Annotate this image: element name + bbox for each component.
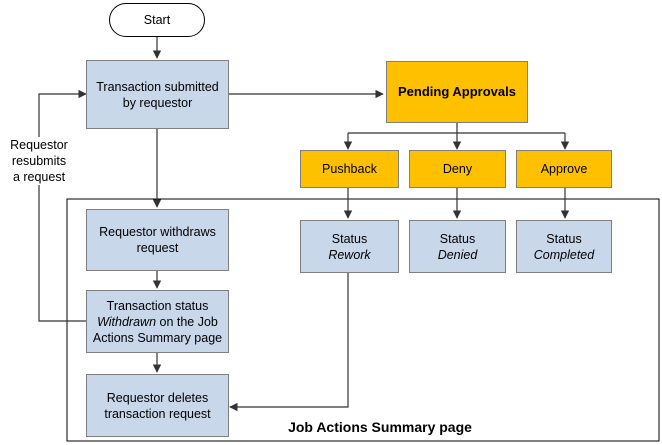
status-completed-line-2: Completed — [533, 247, 595, 262]
status-rework-line-1: Status — [331, 231, 368, 246]
approve-label: Approve — [540, 162, 588, 176]
resubmit-line-1: Requestor — [10, 138, 68, 152]
deny-label: Deny — [442, 162, 473, 176]
resubmit-label: Requestor resubmits a request — [0, 137, 78, 185]
pending-approvals-label: Pending Approvals — [398, 84, 516, 99]
withdrawn-italic: Withdrawn — [97, 314, 157, 329]
start-node: Start — [109, 3, 205, 37]
status-rework-line-2: Rework — [328, 247, 371, 262]
withdrawn-rest: on the Job — [156, 314, 218, 329]
status-denied-box: Status Denied — [409, 220, 506, 273]
status-denied-line-1: Status — [439, 231, 476, 246]
pushback-label: Pushback — [322, 162, 377, 176]
withdrawn-line-1: Transaction status — [106, 298, 209, 313]
job-actions-summary-region — [66, 198, 660, 442]
resubmit-line-2: resubmits — [11, 154, 67, 168]
approve-box: Approve — [516, 150, 612, 188]
job-actions-summary-label: Job Actions Summary page — [260, 419, 500, 435]
status-completed-line-1: Status — [546, 231, 582, 246]
region-label-text: Job Actions Summary page — [288, 419, 472, 435]
status-rework-box: Status Rework — [300, 220, 399, 273]
withdraws-line-1: Requestor withdraws — [99, 225, 216, 239]
deletes-line-1: Requestor deletes — [106, 390, 209, 405]
status-denied-line-2: Denied — [437, 247, 478, 262]
pushback-box: Pushback — [300, 150, 399, 188]
connector-resubmit-loop — [38, 89, 87, 322]
submitted-line-2: by requestor — [122, 95, 193, 110]
requestor-deletes-box: Requestor deletes transaction request — [86, 374, 229, 437]
connector-rework-deletes — [229, 273, 349, 412]
requestor-withdraws-box: Requestor withdraws request — [86, 209, 229, 271]
pending-approvals-box: Pending Approvals — [386, 61, 528, 123]
withdrawn-status-box: Transaction status Withdrawn on the Job … — [86, 290, 229, 353]
withdrawn-line-3: Actions Summary page — [92, 330, 223, 345]
transaction-submitted-box: Transaction submitted by requestor — [86, 60, 229, 129]
withdraws-line-2: request — [136, 241, 179, 255]
withdrawn-line-2: Withdrawn on the Job — [97, 314, 218, 330]
status-completed-box: Status Completed — [516, 220, 612, 273]
deny-box: Deny — [409, 150, 506, 188]
deletes-line-2: transaction request — [104, 406, 211, 421]
start-label: Start — [143, 13, 171, 27]
submitted-line-1: Transaction submitted — [96, 79, 219, 94]
resubmit-line-3: a request — [12, 170, 66, 184]
